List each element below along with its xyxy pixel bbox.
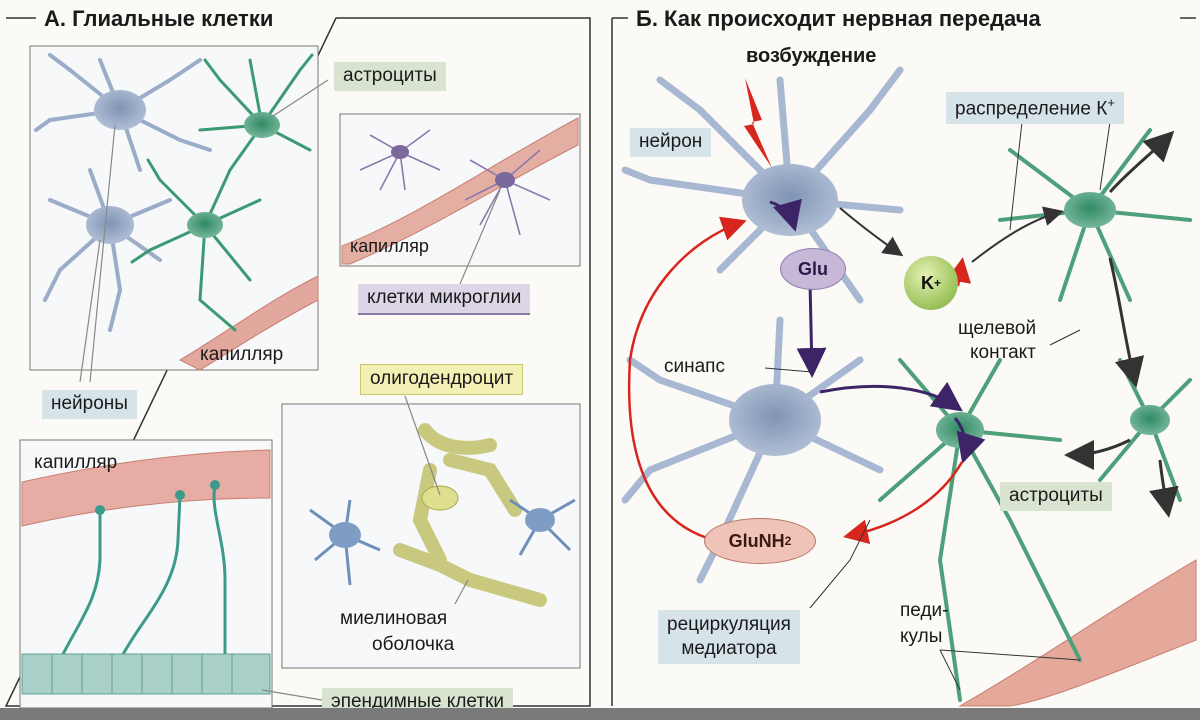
ependymal-layer: [21, 653, 271, 695]
label-oligodendrocyte: олигодендроцит: [360, 364, 524, 395]
label-astrocytes-a: астроциты: [334, 62, 446, 91]
k-ion-sup: +: [933, 276, 941, 290]
label-excitation: возбуждение: [746, 45, 877, 67]
glu-node: Glu: [780, 248, 846, 290]
astrocyte-cells-a: [130, 53, 314, 332]
label-synapse: синапс: [664, 356, 725, 377]
ependymal-cell-borders: [51, 654, 233, 694]
k-distribution-text: распределение К: [955, 98, 1108, 120]
excitation-bolt: [744, 78, 772, 168]
k-distribution-sup: +: [1107, 95, 1115, 110]
label-myelin-line-1: миелиновая: [340, 608, 448, 629]
neurons-b: [621, 66, 904, 584]
label-k-distribution: распределение К+: [946, 92, 1124, 125]
bottom-bar: [0, 708, 1200, 720]
glu-text: Glu: [798, 258, 828, 279]
recycling-line-2: медиатора: [681, 637, 777, 659]
myelin-sheath: [393, 423, 547, 607]
tanycytes: [58, 484, 227, 661]
panel-b-title: Б. Как происходит нервная передача: [630, 6, 1047, 32]
panel-a-title: А. Глиальные клетки: [38, 6, 280, 32]
label-astrocytes-b: астроциты: [1000, 482, 1112, 511]
label-capillary-3: капилляр: [34, 452, 118, 473]
glunh2-sub: 2: [784, 534, 792, 548]
neuron-cells-a: [34, 53, 212, 332]
label-pedicles-2: кулы: [900, 626, 943, 647]
label-neurons: нейроны: [42, 390, 137, 419]
label-gap-junction-2: контакт: [970, 342, 1036, 363]
label-gap-junction-1: щелевой: [958, 318, 1037, 339]
astrocytes-b: [878, 128, 1192, 702]
label-capillary-1: капилляр: [200, 344, 284, 365]
label-pedicles-1: педи-: [900, 600, 949, 621]
recycling-line-1: рециркуляция: [667, 614, 791, 635]
microglia-cells: [359, 129, 551, 236]
label-myelin-line-2: оболочка: [372, 634, 455, 655]
label-neuron: нейрон: [630, 128, 712, 157]
neurons-oligo: [309, 498, 576, 586]
k-ion-text: K: [920, 272, 934, 293]
label-capillary-2: капилляр: [350, 236, 429, 256]
glunh2-text: GluNH: [728, 530, 785, 551]
k-ion-ball: K+: [904, 256, 958, 310]
label-microglia: клетки микроглии: [358, 284, 531, 315]
label-recycling: рециркуляция медиатора: [658, 610, 800, 664]
